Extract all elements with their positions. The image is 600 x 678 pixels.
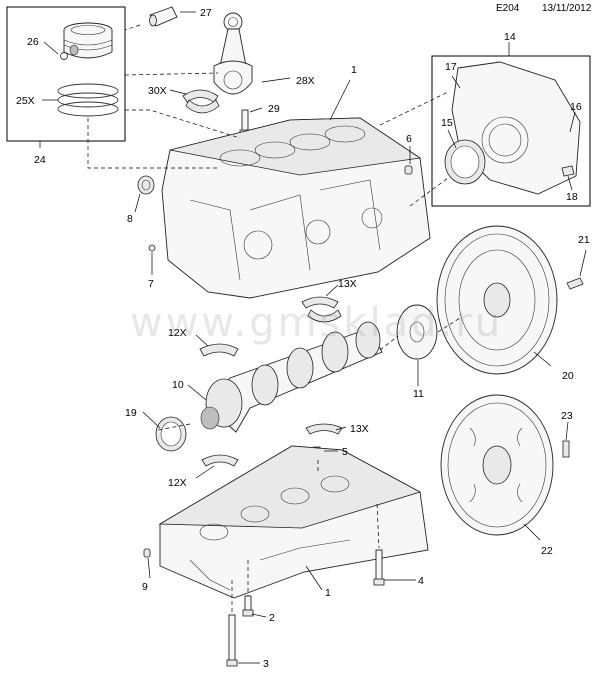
callout-3: 3 (263, 658, 269, 670)
connecting-rod-icon (213, 12, 253, 95)
core-plug-icon (137, 175, 155, 195)
callout-9: 9 (142, 581, 148, 593)
callout-16: 16 (570, 101, 582, 113)
dual-mass-flywheel-icon (436, 225, 558, 375)
callout-13x-bottom: 13X (350, 423, 369, 435)
callout-4: 4 (418, 575, 424, 587)
alignment-lines (87, 24, 461, 615)
crankcase-bolt-long-icon (373, 549, 385, 586)
callout-27: 27 (200, 7, 212, 19)
crankcase-bolt-main-icon (226, 614, 238, 667)
main-bearing-shells-lower-icon (201, 423, 343, 467)
callout-15: 15 (441, 117, 453, 129)
callout-7: 7 (148, 278, 154, 290)
plug-icon (148, 244, 156, 252)
callout-28x: 28X (296, 75, 315, 87)
dowel-pin-lower-left-icon (143, 548, 151, 558)
piston-icon (63, 22, 113, 59)
callout-25x: 25X (16, 95, 35, 107)
reluctor-wheel-icon (396, 304, 438, 360)
piston-inset-frame (6, 6, 126, 142)
rear-seal-icon (444, 139, 486, 185)
front-seal-icon (155, 416, 187, 452)
callout-23: 23 (561, 410, 573, 422)
callout-8: 8 (127, 213, 133, 225)
main-bearing-shells-upper-icon (301, 296, 342, 323)
callout-1-bottom: 1 (325, 587, 331, 599)
callout-10: 10 (172, 379, 184, 391)
main-bearing-shell-upper-icon (199, 343, 239, 357)
callout-6: 6 (406, 133, 412, 145)
callout-30x: 30X (148, 85, 167, 97)
callout-18: 18 (566, 191, 578, 203)
callout-26: 26 (27, 36, 39, 48)
callout-17: 17 (445, 61, 457, 73)
callout-13x-top: 13X (338, 278, 357, 290)
callout-11: 11 (413, 388, 424, 400)
callout-5: 5 (342, 446, 348, 458)
piston-rings-icon (57, 83, 119, 117)
callout-1-top: 1 (351, 64, 357, 76)
callout-20: 20 (562, 370, 574, 382)
flywheel-bolt-icon (566, 277, 584, 290)
callout-14: 14 (504, 31, 516, 43)
callout-2: 2 (269, 612, 275, 624)
callout-19: 19 (125, 407, 137, 419)
piston-pin-icon (149, 6, 178, 27)
crankcase-bolt-short-icon (242, 595, 254, 617)
callout-12x-bottom: 12X (168, 477, 187, 489)
engine-block-icon (161, 117, 431, 299)
cover-bolt-icon (561, 165, 575, 177)
piston-circlip-icon (60, 52, 68, 60)
rod-bearing-shells-icon (182, 89, 220, 114)
flexplate-icon (440, 394, 554, 536)
lower-crankcase-icon (158, 445, 429, 599)
diagram-code: E204 (496, 3, 520, 14)
crankshaft-icon (200, 321, 383, 433)
callout-24: 24 (34, 154, 46, 166)
callout-12x-top: 12X (168, 327, 187, 339)
dowel-pin-icon (404, 165, 413, 175)
leader-lines (39, 11, 587, 664)
rear-cover-inset-frame (431, 55, 591, 207)
flexplate-bolt-icon (562, 440, 570, 458)
diagram-date: 13/11/2012 (542, 3, 592, 14)
callout-21: 21 (578, 234, 590, 246)
callout-29: 29 (268, 103, 280, 115)
callout-22: 22 (541, 545, 553, 557)
